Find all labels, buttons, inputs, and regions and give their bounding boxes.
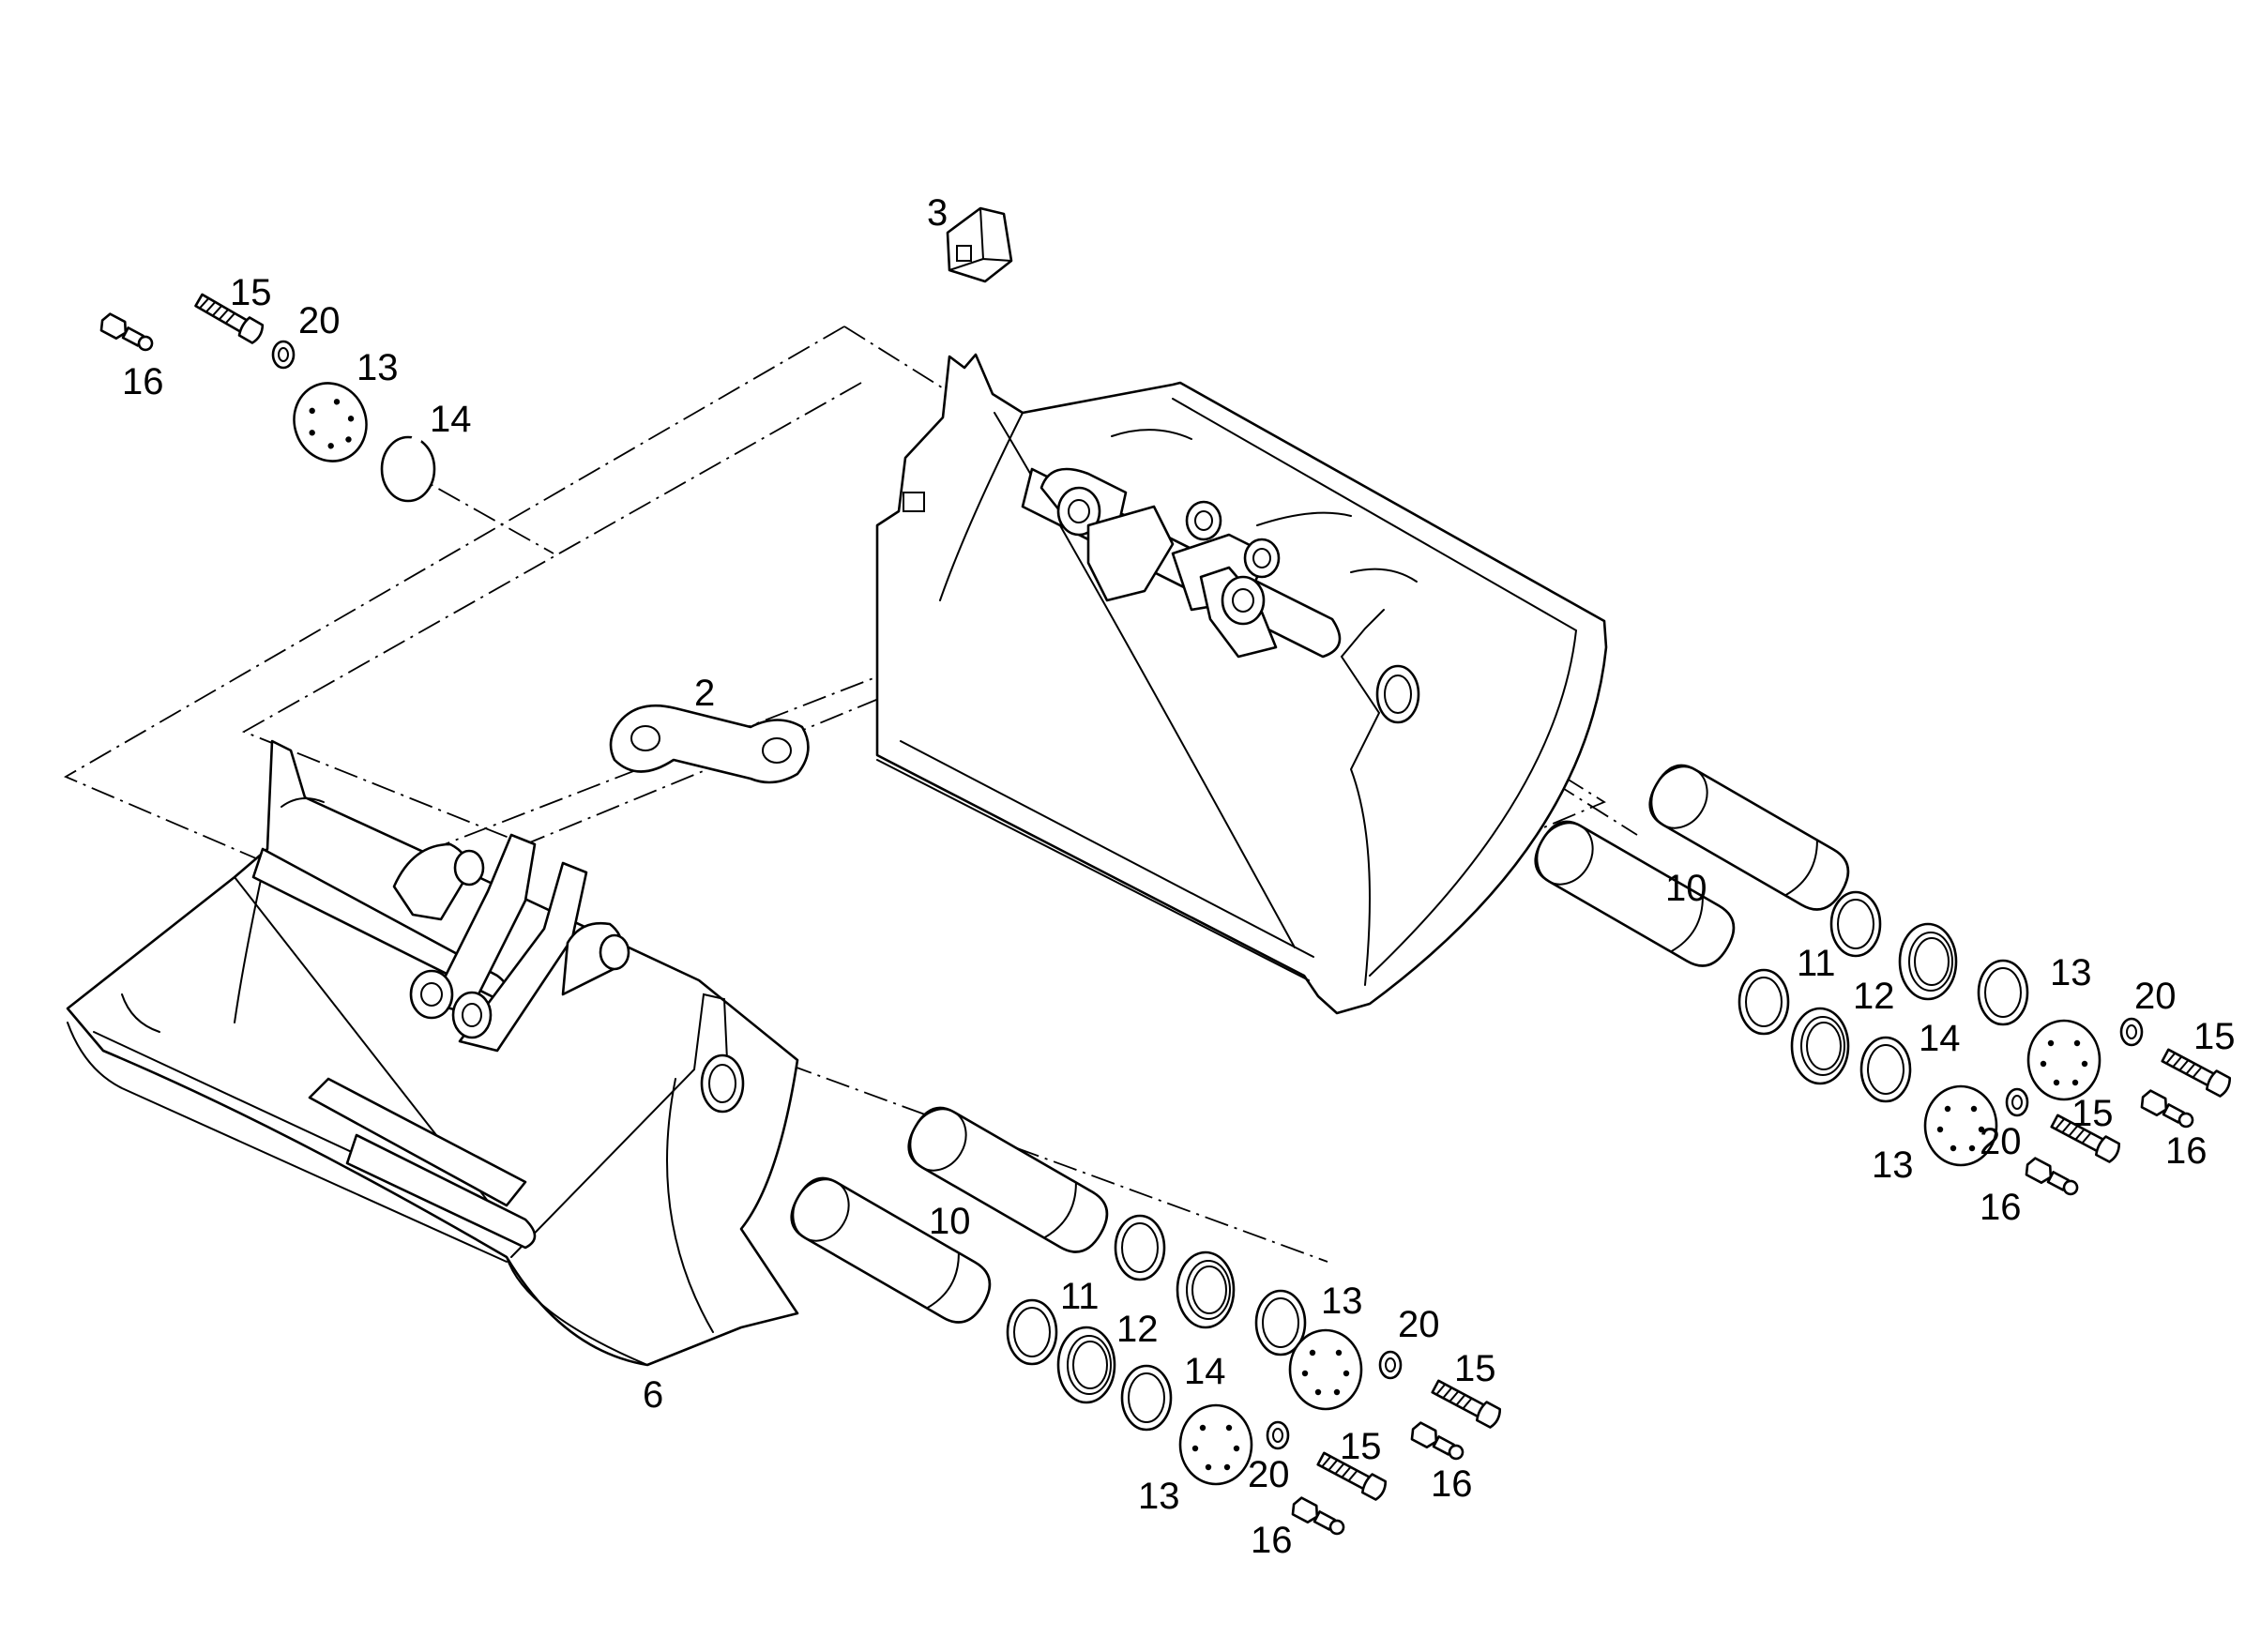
callout-12-upper: 12	[1853, 976, 1895, 1017]
callout-13-upper-b: 13	[1872, 1144, 1914, 1186]
callout-20-lower-b: 20	[1248, 1454, 1290, 1495]
callout-11-upper: 11	[1797, 943, 1836, 984]
top-left-hardware	[97, 290, 436, 503]
callout-13-top-left: 13	[357, 347, 399, 388]
callout-16-lower-a: 16	[1431, 1463, 1473, 1505]
callout-16-top-left: 16	[122, 361, 164, 402]
callout-16-upper-b: 16	[1980, 1187, 2022, 1228]
callout-15-lower-b: 15	[1340, 1426, 1382, 1467]
callout-20-upper-b: 20	[1980, 1121, 2022, 1162]
callout-20-upper-a: 20	[2134, 976, 2177, 1017]
callout-13-lower-a: 13	[1321, 1281, 1363, 1322]
callout-3: 3	[927, 192, 948, 234]
callout-2: 2	[694, 673, 715, 714]
callout-15-upper-b: 15	[2071, 1093, 2114, 1134]
callout-15-upper-a: 15	[2193, 1016, 2236, 1057]
callout-12-lower: 12	[1116, 1309, 1159, 1350]
callout-20-lower-a: 20	[1398, 1304, 1440, 1345]
callout-13-upper-a: 13	[2050, 952, 2092, 993]
callout-14-top-left: 14	[430, 399, 472, 440]
part-2-link	[609, 704, 810, 784]
part-3-wear-block	[946, 206, 1013, 283]
callout-6: 6	[643, 1374, 663, 1416]
callout-10-lower: 10	[929, 1201, 971, 1242]
upper-bucket	[875, 353, 1608, 1015]
callout-11-lower: 11	[1060, 1276, 1100, 1317]
callout-15-lower-a: 15	[1454, 1348, 1496, 1389]
callout-13-lower-b: 13	[1138, 1476, 1180, 1517]
callout-16-upper-a: 16	[2165, 1130, 2208, 1172]
callout-10-upper: 10	[1665, 868, 1707, 909]
callout-20-top-left: 20	[298, 300, 341, 341]
callout-15-top-left: 15	[230, 272, 272, 313]
lower-bucket	[66, 739, 799, 1367]
callout-labels: 3 15 20 16 13 14 2 10 11 12 13 20 15 14 …	[122, 192, 2236, 1561]
callout-16-lower-b: 16	[1251, 1520, 1293, 1561]
callout-14-upper: 14	[1919, 1018, 1961, 1059]
callout-14-lower: 14	[1184, 1351, 1226, 1392]
